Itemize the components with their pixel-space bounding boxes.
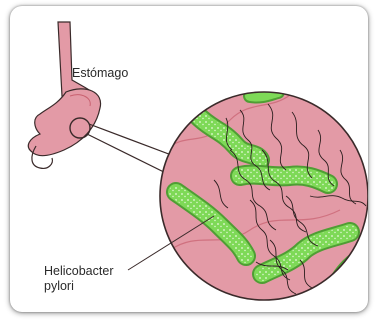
bacteria-label: Helicobacter pylori <box>44 264 113 294</box>
diagram-card: Estómago Helicobacter pylori <box>10 6 368 312</box>
stomach-illustration <box>28 22 100 168</box>
stomach-label: Estómago <box>72 66 128 81</box>
bacteria-label-line1: Helicobacter <box>44 264 113 279</box>
bacteria-label-line2: pylori <box>44 279 113 294</box>
magnified-view <box>160 92 368 300</box>
